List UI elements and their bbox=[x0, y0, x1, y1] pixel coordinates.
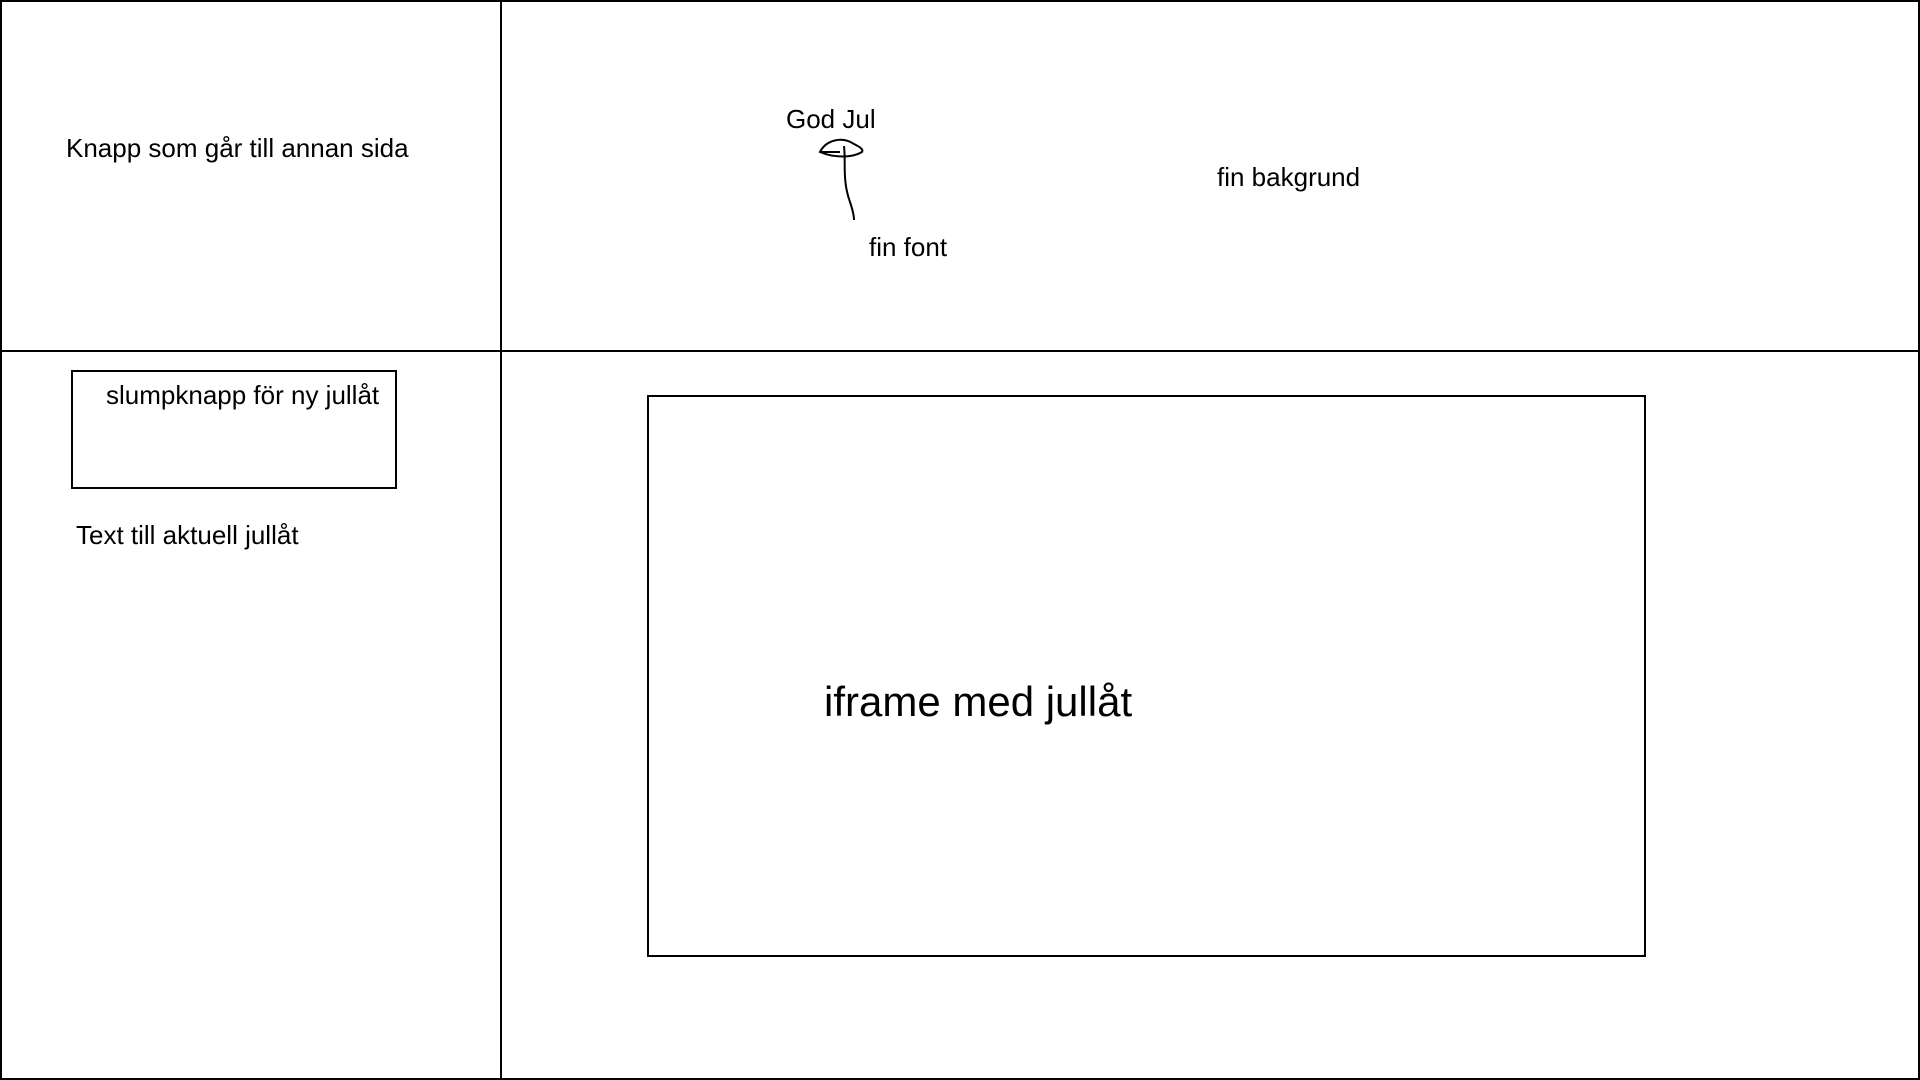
background-annotation: fin bakgrund bbox=[1217, 162, 1361, 192]
current-song-text: Text till aktuell jullåt bbox=[76, 520, 299, 550]
font-annotation: fin font bbox=[869, 232, 948, 262]
arrow-pointer-sketch-icon bbox=[818, 138, 864, 221]
link-button[interactable]: Knapp som går till annan sida bbox=[66, 133, 409, 163]
page-title: God Jul bbox=[786, 104, 876, 134]
random-song-button-label: slumpknapp för ny jullåt bbox=[106, 380, 380, 410]
horizontal-divider bbox=[2, 350, 1920, 352]
song-iframe[interactable]: iframe med jullåt bbox=[647, 395, 1646, 957]
vertical-divider bbox=[500, 2, 502, 1080]
random-song-button[interactable]: slumpknapp för ny jullåt bbox=[71, 370, 397, 489]
iframe-label: iframe med jullåt bbox=[824, 678, 1133, 725]
